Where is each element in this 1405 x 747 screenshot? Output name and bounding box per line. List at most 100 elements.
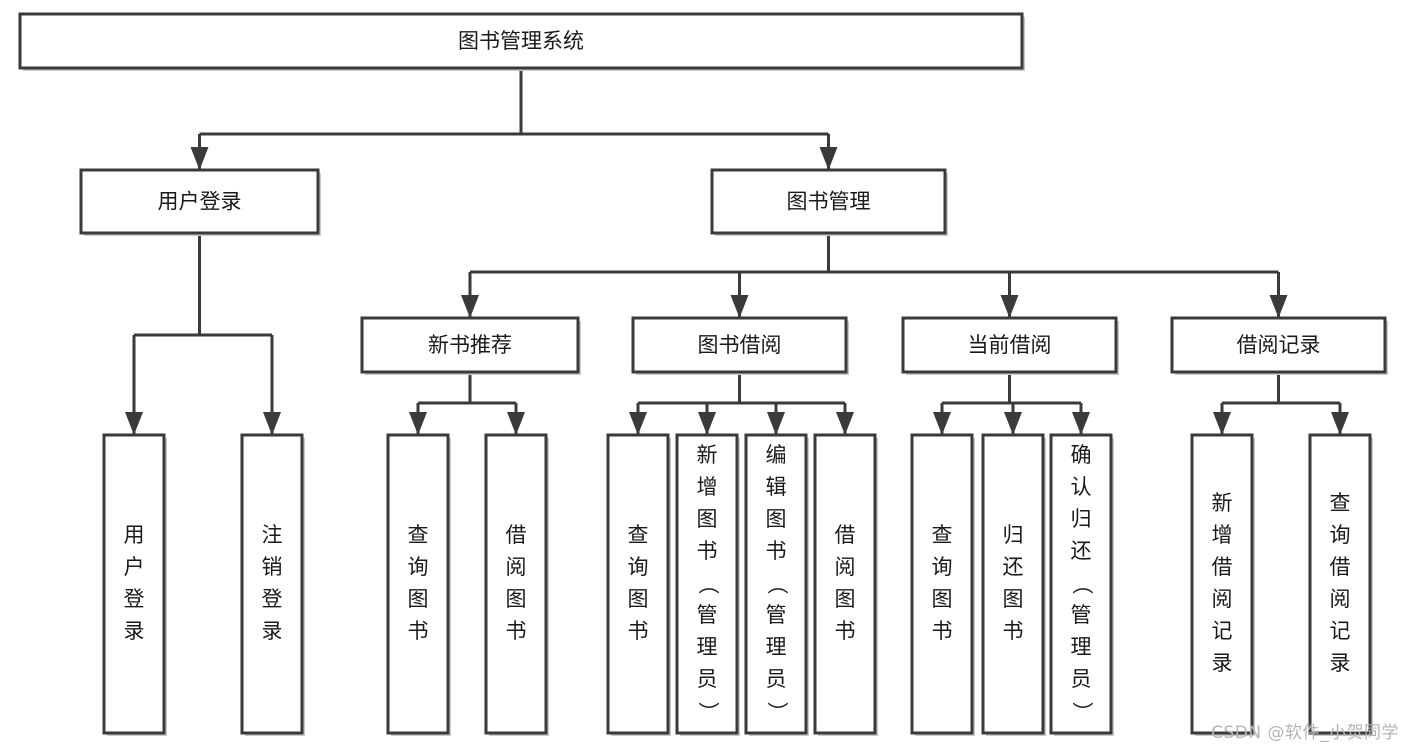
box-label-char: 注 — [262, 523, 283, 547]
box-label: 图书管理系统 — [458, 29, 584, 53]
box-outline — [675, 433, 739, 735]
box-label-char: 新 — [697, 443, 718, 467]
box-label-char: 户 — [124, 555, 145, 579]
box-label-char: 增 — [697, 475, 718, 499]
node-借阅记录[interactable]: 借阅记录 — [1170, 316, 1388, 375]
box-label: 新书推荐 — [428, 333, 512, 357]
box-label-char: 图 — [506, 587, 527, 611]
node-用户登录[interactable]: 用户登录 — [102, 433, 167, 736]
box-label-char: 还 — [1071, 539, 1092, 563]
box-label-char: 书 — [932, 619, 953, 643]
node-新书推荐[interactable]: 新书推荐 — [360, 316, 581, 375]
box-label-char: 确 — [1071, 443, 1092, 467]
node-图书管理系统[interactable]: 图书管理系统 — [18, 12, 1025, 71]
box-label-char: 图 — [932, 587, 953, 611]
box-label-char: 书 — [628, 619, 649, 643]
box-label-char: 辑 — [766, 475, 787, 499]
box-label-char: （ — [696, 574, 720, 595]
box-outline — [901, 316, 1118, 374]
box-label-char: 询 — [1330, 523, 1351, 547]
arrow-head — [629, 412, 647, 435]
box-label-char: 书 — [697, 539, 718, 563]
node-图书管理[interactable]: 图书管理 — [710, 168, 948, 236]
arrow-head — [1004, 412, 1022, 435]
arrow-head — [125, 412, 143, 435]
box-outline — [240, 433, 304, 735]
box-label-char: 管 — [766, 603, 787, 627]
box-label-char: 查 — [1330, 491, 1351, 515]
box-outline — [744, 433, 808, 735]
box-label-char: 书 — [1003, 619, 1024, 643]
box-label-char: 询 — [932, 555, 953, 579]
arrow-head — [263, 412, 281, 435]
box-label-char: 管 — [1071, 603, 1092, 627]
box-label-char: 借 — [1212, 555, 1233, 579]
arrow-head — [1213, 412, 1231, 435]
arrow-head — [698, 412, 716, 435]
box-label-char: 用 — [124, 523, 145, 547]
box-label-char: 登 — [262, 587, 283, 611]
box-label-char: 查 — [932, 523, 953, 547]
node-当前借阅[interactable]: 当前借阅 — [901, 316, 1119, 375]
arrow-head — [507, 412, 525, 435]
box-label: 图书借阅 — [698, 333, 782, 357]
box-label-char: 图 — [697, 507, 718, 531]
box-label: 借阅记录 — [1237, 333, 1321, 357]
box-outline — [102, 433, 166, 735]
box-label-char: 归 — [1071, 507, 1092, 531]
arrow-head — [1269, 295, 1288, 318]
box-label-char: 图 — [628, 587, 649, 611]
box-label-char: 阅 — [835, 555, 856, 579]
box-label-char: 理 — [766, 635, 787, 659]
box-layer: 图书管理系统用户登录图书管理新书推荐图书借阅当前借阅借阅记录用户登录注销登录查询… — [18, 12, 1388, 736]
node-用户登录[interactable]: 用户登录 — [79, 168, 321, 236]
box-label-char: 理 — [697, 635, 718, 659]
arrow-head — [409, 412, 427, 435]
box-label-char: 员 — [697, 667, 718, 691]
box-outline — [606, 433, 670, 735]
box-label: 用户登录 — [158, 190, 242, 214]
arrow-head — [933, 412, 951, 435]
box-label-char: 阅 — [506, 555, 527, 579]
box-label-char: 录 — [1330, 651, 1351, 675]
box-outline — [79, 168, 320, 235]
box-label-char: （ — [765, 574, 789, 595]
box-label-char: 录 — [1212, 651, 1233, 675]
arrow-head — [1331, 412, 1349, 435]
box-label-char: 借 — [1330, 555, 1351, 579]
box-outline — [386, 433, 450, 735]
node-图书借阅[interactable]: 图书借阅 — [631, 316, 849, 375]
connector-layer — [125, 68, 1349, 435]
arrow-head — [190, 147, 209, 170]
box-label-char: 编 — [766, 443, 787, 467]
box-label-char: 认 — [1071, 475, 1092, 499]
box-label-char: 查 — [408, 523, 429, 547]
arrow-head — [1000, 295, 1019, 318]
watermark: CSDN @软件_小贺同学 — [1211, 723, 1399, 743]
box-label-char: 借 — [835, 523, 856, 547]
box-outline — [484, 433, 548, 735]
box-outline — [1190, 433, 1254, 735]
box-outline — [910, 433, 974, 735]
box-outline — [631, 316, 848, 374]
box-outline — [18, 12, 1024, 70]
box-label-char: ） — [1070, 702, 1094, 723]
arrow-head — [836, 412, 854, 435]
box-label-char: 管 — [697, 603, 718, 627]
box-outline — [1308, 433, 1372, 735]
arrow-head — [461, 295, 479, 318]
box-label-char: 销 — [262, 555, 283, 579]
box-label-char: 书 — [835, 619, 856, 643]
